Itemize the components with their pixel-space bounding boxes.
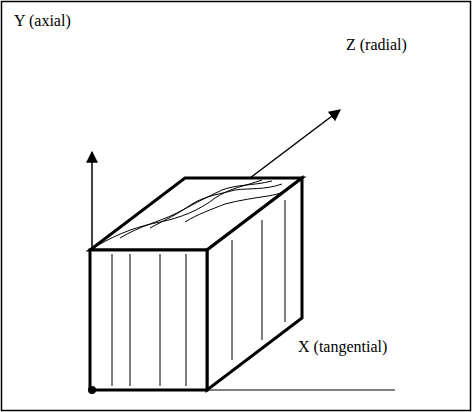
front-grain <box>112 254 186 386</box>
right-grain <box>232 200 285 360</box>
axis-label: X (tangential) <box>298 338 387 356</box>
axis-label: Z (radial) <box>346 36 407 54</box>
axis-label: Y (axial) <box>14 12 71 30</box>
right-face <box>207 178 302 390</box>
z-axis <box>250 110 340 178</box>
origin-dot <box>88 386 96 394</box>
front-face <box>90 250 207 390</box>
